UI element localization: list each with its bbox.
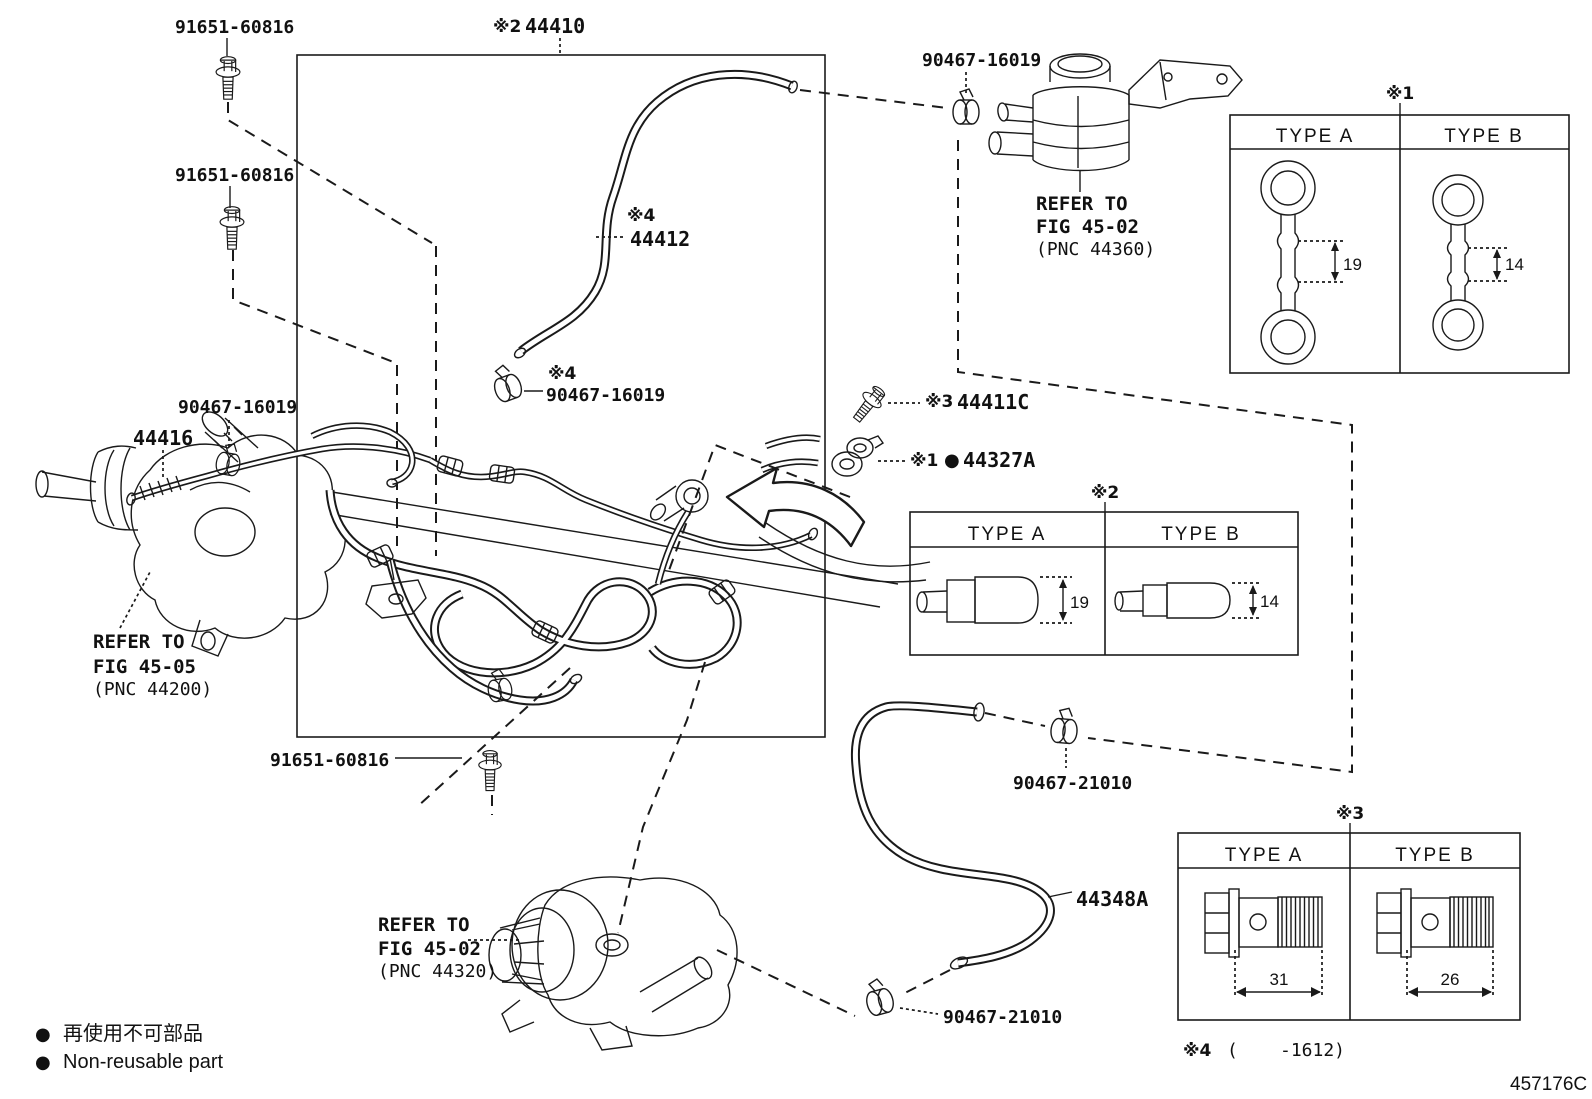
table-note2: ※2 TYPE A TYPE B 19 14 [909,483,1299,656]
gasket-44327a-icon [831,435,906,477]
clamp-icon-top-right [952,88,980,125]
table-note1: ※1 TYPE A TYPE B 19 14 [1229,84,1570,374]
note2-marker: ※2 [1091,483,1119,503]
note1-marker: ※1 [1386,84,1414,104]
table2-header-type-a: TYPE A [968,524,1047,545]
ref-pump-line1: REFER TO [378,914,470,936]
pump-drawing [468,876,738,1051]
clamp-icon-21010-upper [1049,706,1080,745]
table3-header-type-a: TYPE A [1225,845,1304,866]
label-clamp-21010-upper: 90467-21010 [1013,773,1132,794]
main-assembly-box [296,54,826,738]
footnote-open: ( [1227,1040,1238,1061]
flange-bolt-icon-bottom [395,750,502,815]
note3-marker: ※3 [1336,804,1364,824]
table2-header-type-b: TYPE B [1161,524,1241,545]
label-clamp-left: 90467-16019 [178,397,297,418]
footnote: ※4 ( -1612) [1183,1040,1345,1061]
gasket-type-b-icon [1432,174,1507,351]
ref-gear-line1: REFER TO [93,631,185,653]
footnote-range: -1612) [1280,1040,1345,1061]
ref-pump-line3: (PNC 44320) [378,961,497,982]
table3-header-type-b: TYPE B [1395,845,1475,866]
hose-44412-drawing [487,38,798,405]
callout-dashed-lines [416,140,1353,934]
label-assy-44410: 44410 [525,14,585,38]
label-gasket-44327a: 44327A [963,448,1035,472]
bolt-type-a-icon [1204,888,1323,998]
table1-dim-a: 19 [1343,255,1362,274]
reference-notes: REFER TO FIG 45-05 (PNC 44200) REFER TO … [93,193,1155,982]
label-clamp-top-right: 90467-16019 [922,50,1041,71]
ref-pump-line2: FIG 45-02 [378,938,481,960]
connector-type-b-icon [1114,582,1262,619]
label-clamp-mid: 90467-16019 [546,385,665,406]
note3-prefix-44411c: ※3 [925,392,953,412]
note1-prefix-44327a: ※1 [910,451,938,471]
ref-gear-line3: (PNC 44200) [93,679,212,700]
table3-dim-a: 31 [1270,970,1289,989]
table1-dim-b: 14 [1505,255,1524,274]
gasket-type-a-icon [1260,160,1345,365]
clamp-icon-44412 [487,361,526,405]
tube-44416-drawing [126,420,430,506]
legend-text-en: Non-reusable part [63,1051,224,1073]
connector-type-a-icon [916,576,1072,624]
pointer-arrow-icon [725,466,931,583]
table1-header-type-a: TYPE A [1276,126,1355,147]
table3-dim-b: 26 [1441,970,1460,989]
table-note3: ※3 TYPE A TYPE B 31 [1177,804,1521,1021]
legend: ● 再使用不可部品 ● Non-reusable part [35,1021,224,1073]
clamp-icon-21010-lower [860,975,897,1018]
banjo-bolt-44411c-icon [847,381,920,427]
hose-44348a-drawing [716,702,1080,1018]
footnote-note4: ※4 [1183,1041,1212,1061]
flange-bolt-icon-mid [219,186,398,546]
note4-prefix-clamp-mid: ※4 [548,364,577,384]
table2-dim-a: 19 [1070,593,1089,612]
label-tube-44416: 44416 [133,426,193,450]
flange-bolt-icon-top [215,38,437,556]
label-bolt-mid: 91651-60816 [175,165,294,186]
non-reusable-bullet-icon: ● [944,450,960,471]
ref-reservoir-line2: FIG 45-02 [1036,216,1139,238]
label-clamp-21010-lower: 90467-21010 [943,1007,1062,1028]
reservoir-drawing [799,53,1243,192]
label-hose-44348a: 44348A [1076,887,1148,911]
note4-prefix-44412: ※4 [627,206,656,226]
ref-reservoir-line1: REFER TO [1036,193,1128,215]
steering-gear-drawing [35,411,899,657]
label-hose-44412: 44412 [630,227,690,251]
part-labels: 91651-60816 91651-60816 ※2 44410 90467-1… [133,14,1148,1028]
figure-code: 457176C [1510,1074,1587,1095]
legend-text-jp: 再使用不可部品 [63,1021,203,1045]
legend-bullet-en-icon: ● [35,1052,51,1073]
label-bolt-top: 91651-60816 [175,17,294,38]
legend-bullet-jp-icon: ● [35,1024,51,1045]
tube-assembly-44410-drawing [312,426,820,703]
label-bolt-44411c: 44411C [957,390,1029,414]
ref-gear-line2: FIG 45-05 [93,656,196,678]
label-bolt-bottom: 91651-60816 [270,750,389,771]
ref-reservoir-line3: (PNC 44360) [1036,239,1155,260]
note2-prefix-44410: ※2 [493,17,521,37]
table2-dim-b: 14 [1260,592,1279,611]
bolt-type-b-icon [1376,888,1494,998]
table1-header-type-b: TYPE B [1444,126,1524,147]
